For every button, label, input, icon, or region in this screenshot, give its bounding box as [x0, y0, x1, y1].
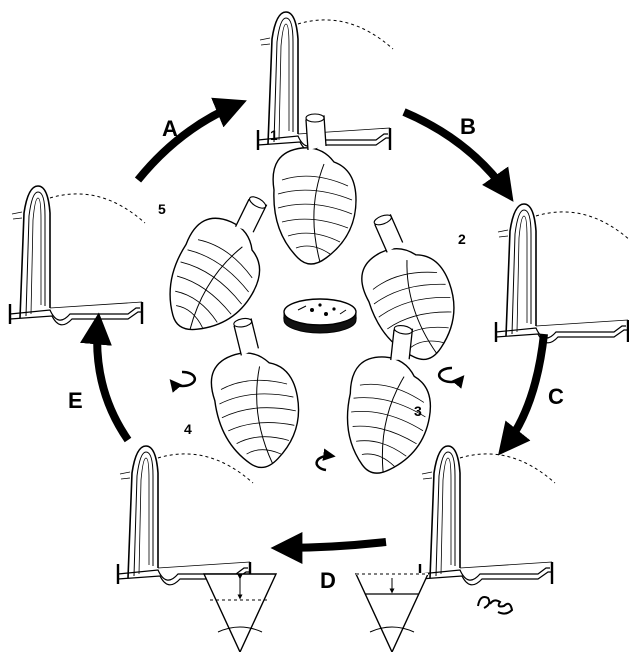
heart-4 — [201, 312, 309, 474]
wall-panel-bottom-left — [118, 446, 253, 585]
heart-label-3: 3 — [414, 403, 422, 419]
center-disc — [284, 299, 356, 333]
heart-5 — [148, 178, 295, 349]
heart-label-2: 2 — [458, 231, 466, 247]
heart-1 — [273, 114, 356, 264]
arrow-e — [97, 322, 128, 440]
rotation-arrow-bottom — [317, 456, 332, 470]
label-a: A — [162, 116, 178, 141]
artist-signature — [478, 597, 512, 614]
arrow-c — [504, 334, 544, 448]
heart-label-1: 1 — [270, 127, 278, 143]
label-e: E — [68, 388, 83, 413]
label-b: B — [460, 114, 476, 139]
wall-panel-bottom-right — [420, 446, 555, 585]
rotation-arrow-left — [172, 372, 195, 386]
rotation-arrow-right — [439, 368, 462, 382]
arrow-b — [404, 112, 508, 194]
label-d: D — [320, 568, 336, 593]
wall-panel-right — [496, 204, 629, 343]
funnel-left — [204, 574, 276, 652]
heart-label-4: 4 — [184, 421, 192, 437]
heart-label-5: 5 — [158, 201, 166, 217]
arrow-d — [280, 542, 386, 548]
label-c: C — [548, 384, 564, 409]
funnel-right — [356, 574, 428, 652]
wall-panel-left — [10, 186, 145, 325]
arrow-a — [138, 104, 238, 180]
